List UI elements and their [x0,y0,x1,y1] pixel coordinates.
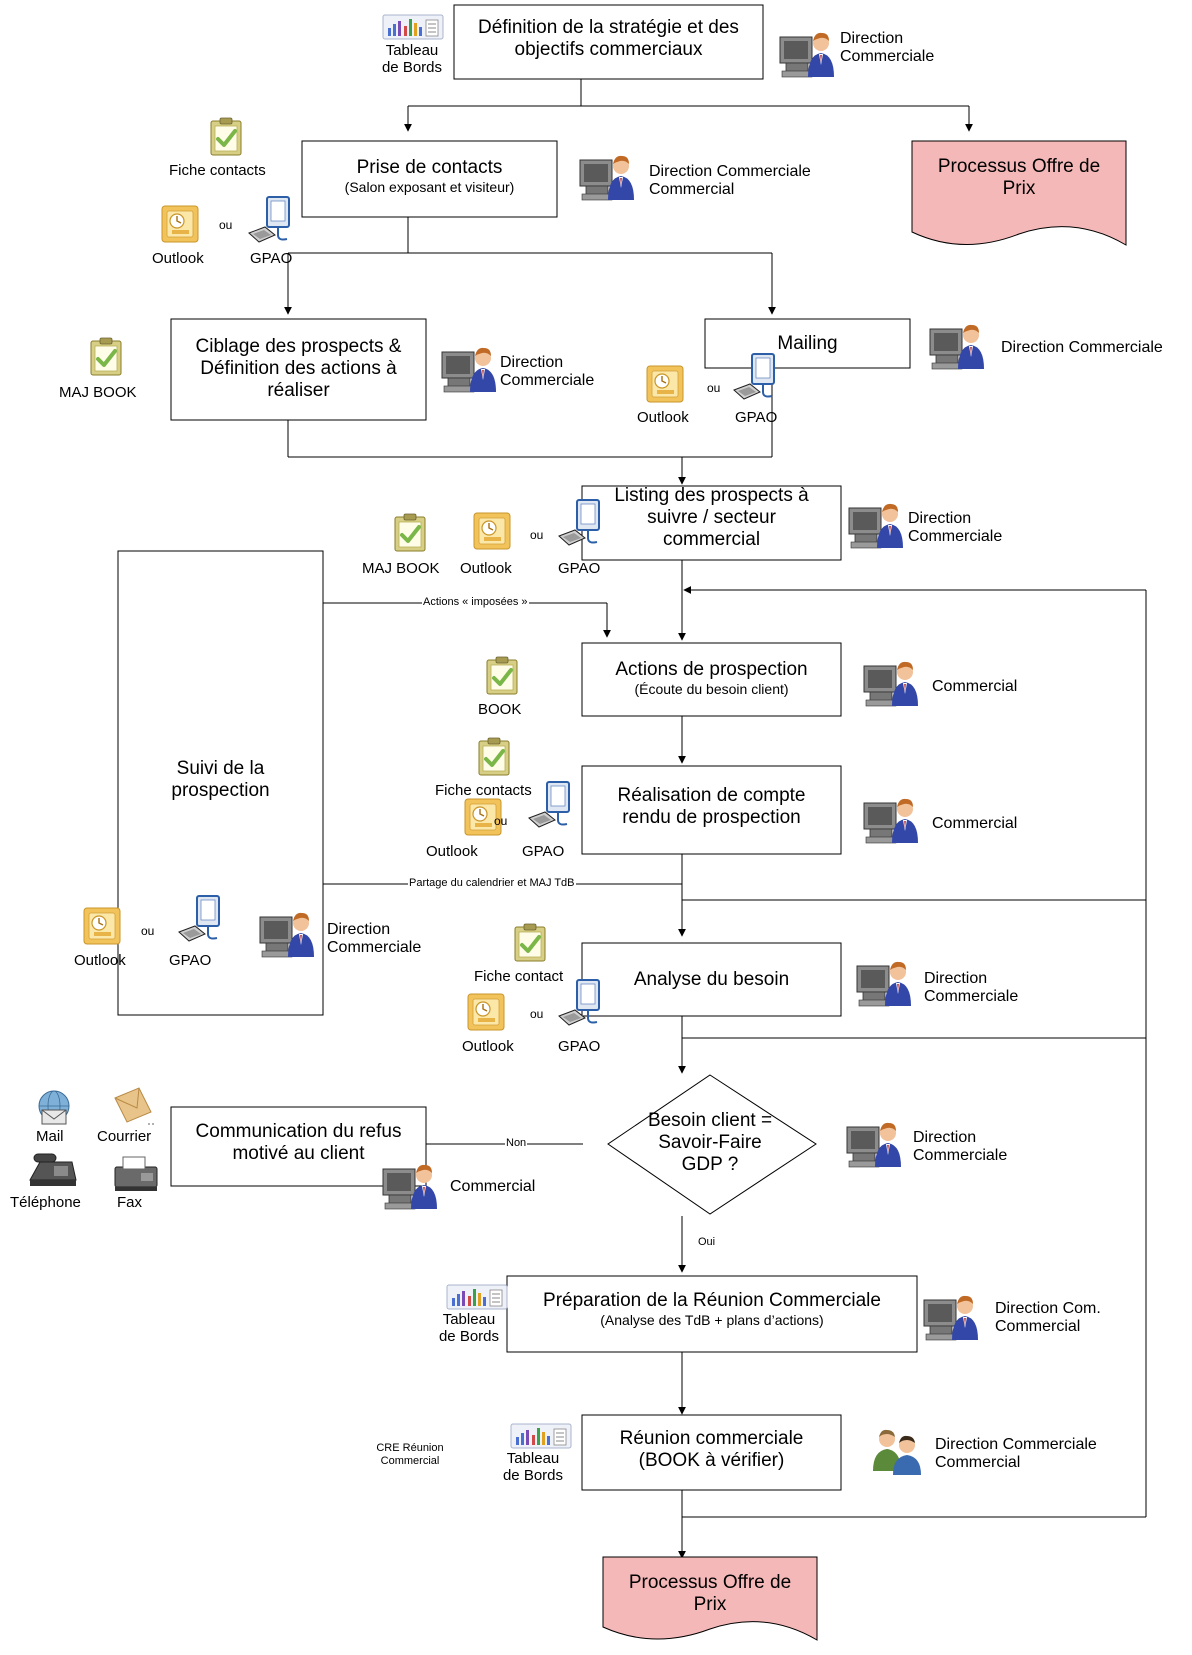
person-at-computer-icon [579,155,635,201]
clipboard-check-icon [477,737,511,777]
tableau-de-bord-icon [446,1284,508,1310]
person-at-computer-icon [382,1164,438,1210]
telephone-icon [29,1153,77,1187]
envelope-icon [114,1087,155,1126]
person-at-computer-icon [779,32,835,78]
outlook-calendar-icon [83,907,121,945]
node-contacts [301,140,558,218]
process-shapes [117,4,1127,1641]
node-strategie [453,4,764,80]
clipboard-check-icon [513,923,547,963]
outlook-calendar-icon [464,798,502,836]
person-at-computer-icon [856,961,912,1007]
person-at-computer-icon [863,798,919,844]
clipboard-check-icon [393,513,427,553]
person-at-computer-icon [441,347,497,393]
outlook-calendar-icon [473,512,511,550]
person-at-computer-icon [846,1122,902,1168]
outlook-calendar-icon [467,993,505,1031]
computer-icon [248,196,290,243]
node-actions [581,642,842,717]
node-listing [581,485,842,561]
node-reunion [581,1414,842,1491]
node-compte-rendu [581,765,842,855]
outlook-calendar-icon [161,205,199,243]
clipboard-check-icon [209,117,243,157]
mail-icon [38,1090,70,1125]
clipboard-check-icon [89,337,123,377]
node-offre-bottom [602,1556,818,1641]
person-at-computer-icon [923,1295,979,1341]
tableau-de-bord-icon [382,14,444,40]
fax-icon [114,1156,158,1192]
meeting-people-icon [873,1429,921,1475]
clipboard-check-icon [485,656,519,696]
node-ciblage [170,318,427,421]
outlook-calendar-icon [646,365,684,403]
node-offre-top [911,140,1127,246]
person-at-computer-icon [863,661,919,707]
node-preparation [506,1275,918,1353]
tableau-de-bord-icon [510,1423,572,1449]
computer-icon [528,781,570,828]
node-decision [607,1074,817,1215]
node-mailing [704,318,911,369]
computer-icon [558,979,600,1026]
person-at-computer-icon [848,503,904,549]
person-at-computer-icon [929,324,985,370]
node-analyse [581,942,842,1017]
person-at-computer-icon [259,912,315,958]
